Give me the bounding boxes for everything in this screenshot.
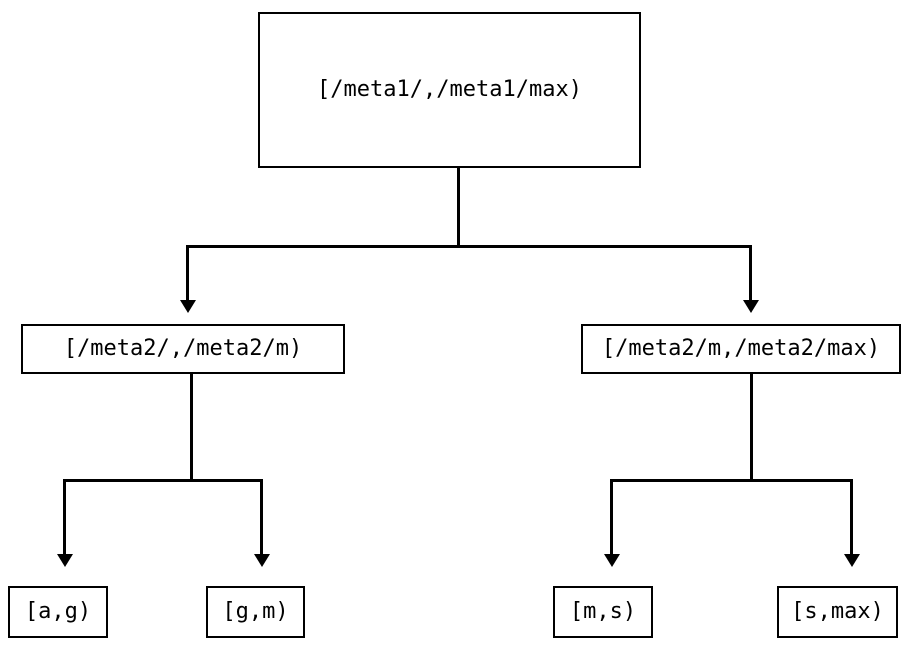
tree-node-leaf-3: [m,s) xyxy=(553,586,653,638)
arrowhead-down-icon xyxy=(604,554,620,567)
connector-root-bar xyxy=(186,245,752,248)
arrowhead-down-icon xyxy=(254,554,270,567)
connector-mid-left-bar xyxy=(63,479,263,482)
tree-node-mid-right: [/meta2/m,/meta2/max) xyxy=(581,324,901,374)
arrowhead-down-icon xyxy=(57,554,73,567)
connector-mid-right-stem xyxy=(750,374,753,481)
connector-root-to-mid-left xyxy=(186,245,189,303)
connector-mid-right-to-leaf-3 xyxy=(610,479,613,556)
tree-node-leaf-1: [a,g) xyxy=(8,586,108,638)
connector-mid-left-stem xyxy=(190,374,193,481)
connector-root-stem xyxy=(457,168,460,247)
connector-root-to-mid-right xyxy=(749,245,752,303)
connector-mid-right-to-leaf-4 xyxy=(850,479,853,556)
connector-mid-right-bar xyxy=(610,479,853,482)
tree-node-leaf-2: [g,m) xyxy=(206,586,305,638)
connector-mid-left-to-leaf-1 xyxy=(63,479,66,556)
tree-node-mid-left: [/meta2/,/meta2/m) xyxy=(21,324,345,374)
arrowhead-down-icon xyxy=(180,300,196,313)
arrowhead-down-icon xyxy=(743,300,759,313)
tree-node-leaf-4: [s,max) xyxy=(777,586,898,638)
connector-mid-left-to-leaf-2 xyxy=(260,479,263,556)
arrowhead-down-icon xyxy=(844,554,860,567)
tree-node-root: [/meta1/,/meta1/max) xyxy=(258,12,641,168)
